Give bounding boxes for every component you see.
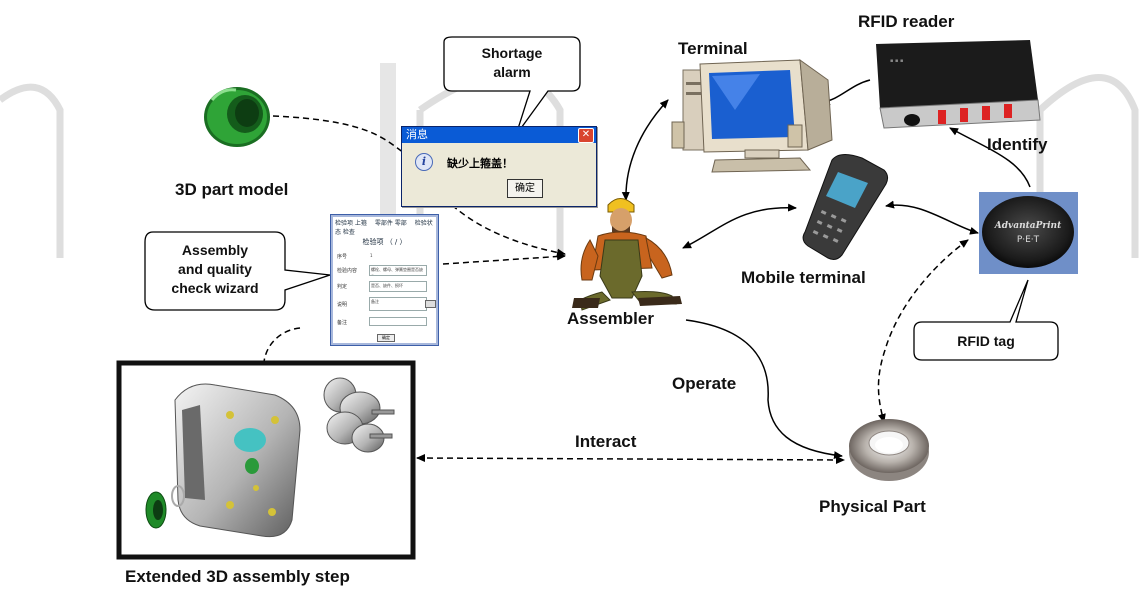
extended-assembly-step-panel bbox=[116, 360, 416, 560]
mobile-terminal-device-icon bbox=[802, 154, 889, 260]
assembler-worker-icon bbox=[572, 198, 682, 311]
wizard-row-label: 说明 bbox=[337, 302, 348, 308]
wizard-confirm-button[interactable]: 确定 bbox=[377, 334, 395, 342]
callout-rfid-tag bbox=[913, 279, 1059, 361]
terminal-label: Terminal bbox=[678, 39, 748, 58]
dialog-message: 缺少上箍盖！ bbox=[447, 157, 513, 170]
interact-label: Interact bbox=[575, 432, 637, 451]
wizard-row-label: 序号 bbox=[337, 254, 348, 260]
shortage-alarm-dialog: 消息 ✕ i 缺少上箍盖！ 确定 bbox=[401, 126, 597, 207]
dialog-title: 消息 bbox=[406, 128, 428, 141]
callout-shortage bbox=[443, 36, 581, 136]
wizard-row-label: 检验内容 bbox=[337, 268, 358, 274]
wizard-row-field[interactable]: 螺栓、螺母、弹簧垫圈是否缺失 bbox=[369, 265, 427, 276]
wizard-callout: Assembly and quality check wizard bbox=[171, 242, 259, 296]
assembler-label: Assembler bbox=[567, 309, 654, 328]
shortage-alarm-callout: Shortage alarm bbox=[481, 45, 543, 80]
wizard-row-label: 备注 bbox=[337, 320, 348, 326]
wizard-row-value: 1 bbox=[369, 252, 425, 259]
green-ring-part-icon bbox=[204, 87, 270, 147]
info-icon: i bbox=[415, 153, 433, 171]
close-icon[interactable]: ✕ bbox=[578, 128, 594, 143]
identify-label: Identify bbox=[987, 135, 1048, 154]
wizard-row-field[interactable] bbox=[369, 317, 427, 326]
wizard-small-button[interactable] bbox=[425, 300, 436, 308]
connectors bbox=[263, 79, 1031, 464]
operate-label: Operate bbox=[672, 374, 737, 393]
physical-part-ring-icon bbox=[849, 419, 929, 481]
extended-step-label: Extended 3D assembly step bbox=[125, 567, 350, 586]
wizard-row-label: 判定 bbox=[337, 284, 348, 290]
rfid-tag-callout: RFID tag bbox=[957, 333, 1015, 349]
mobile-terminal-label: Mobile terminal bbox=[741, 268, 866, 287]
wizard-header-mid: 零部件 零部 bbox=[374, 220, 407, 227]
rfid-tag-icon: AdvantaPrint P·E·T bbox=[979, 192, 1078, 274]
quality-check-wizard-form: 检验项 上箍 零部件 零部 检验状态 检查 检验项 （ / ） 序号 1 检验内… bbox=[330, 214, 439, 346]
tag-print-line1: AdvantaPrint bbox=[994, 221, 1062, 231]
physical-part-label: Physical Part bbox=[819, 497, 926, 516]
wizard-row-field[interactable]: 是否、缺件、损坏 bbox=[369, 281, 427, 292]
rfid-reader-label: RFID reader bbox=[858, 12, 955, 31]
ok-button[interactable]: 确定 bbox=[507, 179, 543, 198]
dialog-title-bar: 消息 ✕ bbox=[402, 127, 596, 143]
callout-wizard bbox=[144, 231, 331, 311]
part-model-label: 3D part model bbox=[175, 180, 289, 199]
wizard-title: 检验项 （ / ） bbox=[362, 238, 407, 246]
rfid-reader-device-icon: ▪ ▪ ▪ bbox=[876, 40, 1041, 129]
wizard-row-field[interactable]: 备注 bbox=[369, 297, 427, 311]
wizard-header: 检验项 上箍 零部件 零部 检验状态 检查 bbox=[331, 215, 438, 236]
tag-print-line2: P·E·T bbox=[1017, 235, 1040, 245]
terminal-computer-icon bbox=[671, 58, 833, 173]
wizard-header-left: 检验项 上箍 bbox=[335, 220, 367, 227]
svg-text:▪ ▪ ▪: ▪ ▪ ▪ bbox=[890, 58, 903, 64]
wizard-header-right: 检验状态 检查 bbox=[335, 220, 433, 236]
